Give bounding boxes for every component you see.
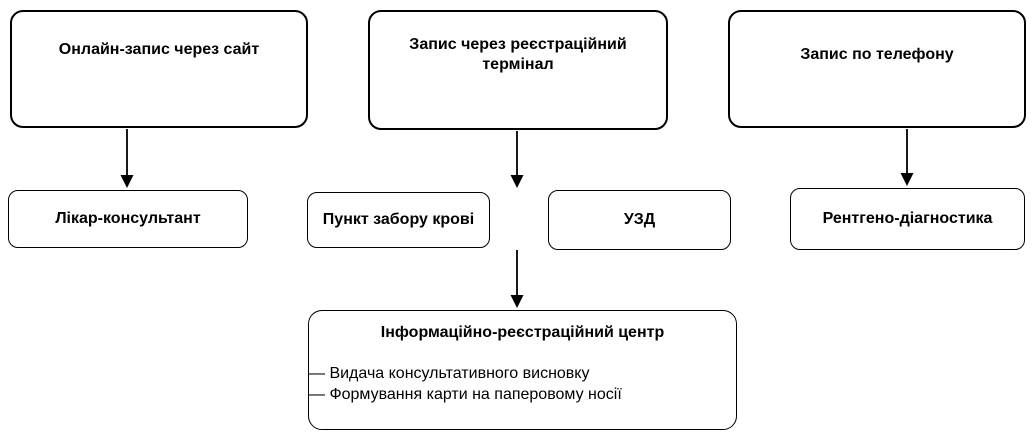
node-registration-center: Інформаційно-реєстраційний центр — Видач…	[308, 310, 737, 430]
arrow-middle-to-center	[510, 250, 524, 308]
arrow-terminal-to-middle	[510, 131, 524, 188]
node-xray-diagnostics: Рентгено-діагностика	[790, 188, 1025, 250]
list-item: — Формування карти на паперовому носії	[309, 386, 622, 403]
node-label: Запис через реєстраційний термінал	[409, 36, 627, 73]
node-doctor-consultant: Лікар-консультант	[8, 190, 248, 248]
list-item: — Видача консультативного висновку	[309, 365, 590, 382]
node-label: Запис по телефону	[800, 46, 954, 63]
node-title: Інформаційно-реєстраційний центр	[380, 324, 665, 341]
node-online-signup: Онлайн-запис через сайт	[10, 10, 308, 128]
node-label: Рентгено-діагностика	[822, 210, 993, 227]
node-label: УЗД	[623, 211, 656, 228]
node-blood-collection: Пункт забору крові	[307, 192, 490, 248]
node-label: Пункт забору крові	[322, 211, 475, 228]
node-label: Лікар-консультант	[55, 210, 201, 227]
node-ultrasound: УЗД	[548, 190, 731, 250]
arrow-phone-to-xray	[900, 129, 914, 186]
node-item-list: — Видача консультативного висновку — Фор…	[309, 363, 736, 405]
node-phone-signup: Запис по телефону	[728, 10, 1026, 128]
arrow-online-to-doctor	[120, 129, 134, 188]
node-label: Онлайн-запис через сайт	[58, 41, 260, 58]
node-terminal-signup: Запис через реєстраційний термінал	[368, 10, 668, 130]
